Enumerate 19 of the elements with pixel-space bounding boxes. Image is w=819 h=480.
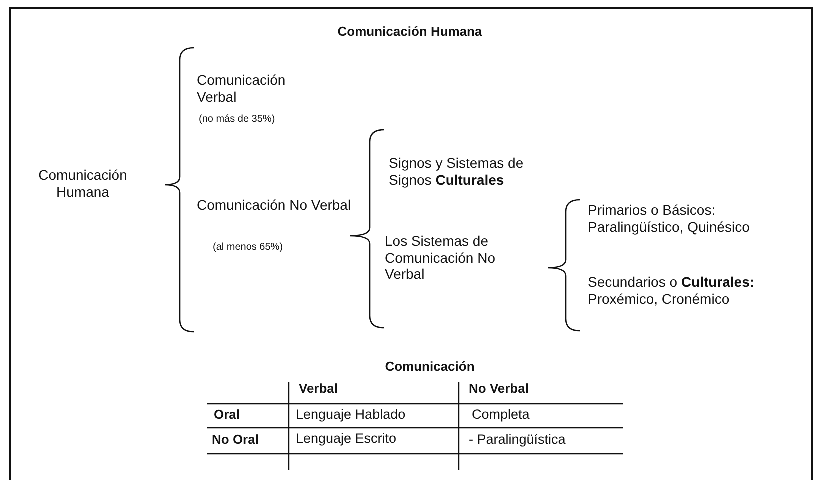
table-heading: Comunicación bbox=[384, 359, 476, 374]
table-text: Lenguaje Escrito bbox=[296, 431, 398, 447]
root-label: Comunicación Humana bbox=[38, 167, 128, 200]
branch-label: Comunicación Verbal bbox=[197, 72, 287, 106]
percentage-note: (no más de 35%) bbox=[199, 114, 276, 126]
percentage-note: (al menos 65%) bbox=[213, 242, 284, 254]
branch-label: Secundarios o Culturales: Proxémico, Cronémico bbox=[588, 274, 756, 308]
row-header: Oral bbox=[214, 407, 242, 422]
row-header: No Oral bbox=[212, 432, 260, 448]
column-header: No Verbal bbox=[469, 381, 530, 396]
branch-label: Comunicación No Verbal bbox=[197, 197, 352, 214]
table-text: Lenguaje Hablado bbox=[296, 407, 407, 423]
branch-label: Signos y Sistemas de Signos Culturales bbox=[389, 155, 525, 188]
diagram-title: Comunicación Humana bbox=[336, 24, 484, 40]
column-header: Verbal bbox=[299, 381, 340, 396]
branch-label: Primarios o Básicos: Paralingüístico, Quinésico bbox=[588, 202, 751, 236]
branch-label: Los Sistemas de Comunicación No Verbal bbox=[385, 233, 496, 283]
table-text: Completa bbox=[472, 407, 531, 423]
table-text: - Paralingüística bbox=[469, 432, 567, 448]
